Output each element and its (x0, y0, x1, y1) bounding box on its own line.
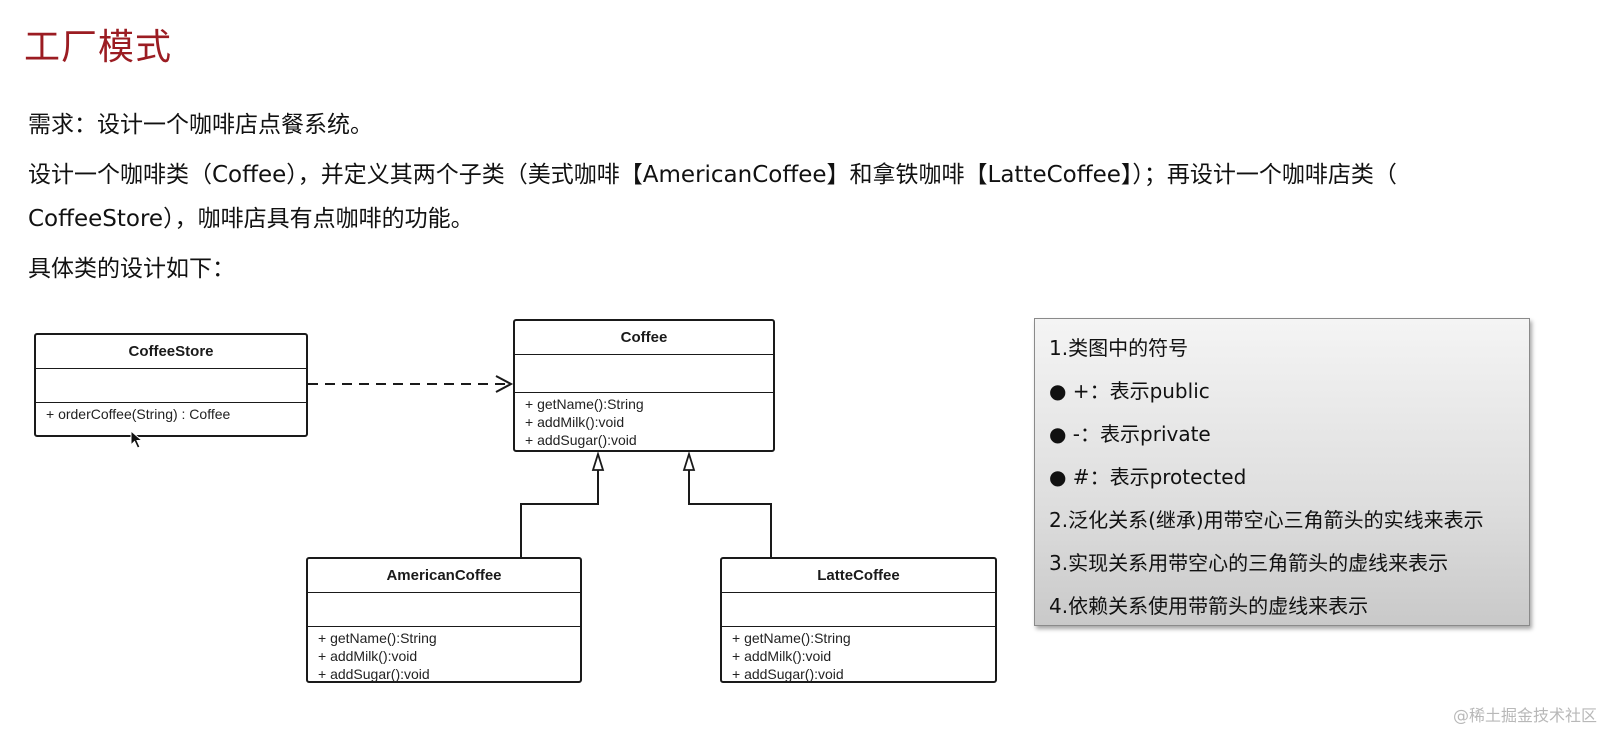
operation: + getName():String (525, 396, 644, 412)
operation: + getName():String (318, 630, 437, 646)
legend-line: 3.实现关系用带空心的三角箭头的虚线来表示 (1049, 551, 1449, 575)
description-line-2: CoffeeStore），咖啡店具有点咖啡的功能。 (28, 206, 474, 232)
generalization-arrowhead-latte (682, 450, 696, 471)
class-name: AmericanCoffee (308, 559, 580, 593)
class-operations: + getName():String + addMilk():void + ad… (515, 393, 773, 451)
design-intro: 具体类的设计如下： (28, 256, 235, 282)
class-attributes (515, 355, 773, 393)
generalization-line-american (520, 470, 599, 557)
class-attributes (36, 369, 306, 403)
operation: + getName():String (732, 630, 851, 646)
legend-line: 4.依赖关系使用带箭头的虚线来表示 (1049, 594, 1369, 618)
dependency-arrowhead (495, 375, 514, 393)
legend-line: ● #：表示protected (1049, 465, 1247, 489)
operation: + addMilk():void (318, 648, 418, 664)
class-operations: + orderCoffee(String) : Coffee (36, 403, 306, 425)
class-operations: + getName():String + addMilk():void + ad… (308, 627, 580, 685)
class-attributes (722, 593, 995, 627)
page-title: 工厂模式 (24, 27, 173, 68)
legend-line: ● +：表示public (1049, 379, 1210, 403)
class-latte-coffee: LatteCoffee + getName():String + addMilk… (720, 557, 997, 683)
generalization-line-latte (688, 470, 772, 557)
mouse-cursor-icon (130, 430, 144, 449)
operation: + addSugar():void (525, 432, 637, 448)
watermark: @稀土掘金技术社区 (1452, 706, 1597, 725)
operation: + addMilk():void (732, 648, 832, 664)
class-american-coffee: AmericanCoffee + getName():String + addM… (306, 557, 582, 683)
legend-line: 1.类图中的符号 (1049, 336, 1189, 360)
description-line-1: 设计一个咖啡类（Coffee），并定义其两个子类（美式咖啡【AmericanCo… (28, 162, 1397, 188)
operation: + orderCoffee(String) : Coffee (46, 406, 231, 422)
class-name: LatteCoffee (722, 559, 995, 593)
class-name: CoffeeStore (36, 335, 306, 369)
class-name: Coffee (515, 321, 773, 355)
class-coffee-store: CoffeeStore + orderCoffee(String) : Coff… (34, 333, 308, 437)
class-coffee: Coffee + getName():String + addMilk():vo… (513, 319, 775, 452)
class-operations: + getName():String + addMilk():void + ad… (722, 627, 995, 685)
operation: + addMilk():void (525, 414, 625, 430)
operation: + addSugar():void (732, 666, 844, 682)
class-attributes (308, 593, 580, 627)
legend-panel: 1.类图中的符号 ● +：表示public ● -：表示private ● #：… (1034, 318, 1530, 626)
operation: + addSugar():void (318, 666, 430, 682)
generalization-arrowhead-american (591, 450, 605, 471)
requirement-text: 需求：设计一个咖啡店点餐系统。 (28, 112, 373, 138)
legend-line: ● -：表示private (1049, 422, 1211, 446)
legend-line: 2.泛化关系(继承)用带空心三角箭头的实线来表示 (1049, 508, 1484, 532)
